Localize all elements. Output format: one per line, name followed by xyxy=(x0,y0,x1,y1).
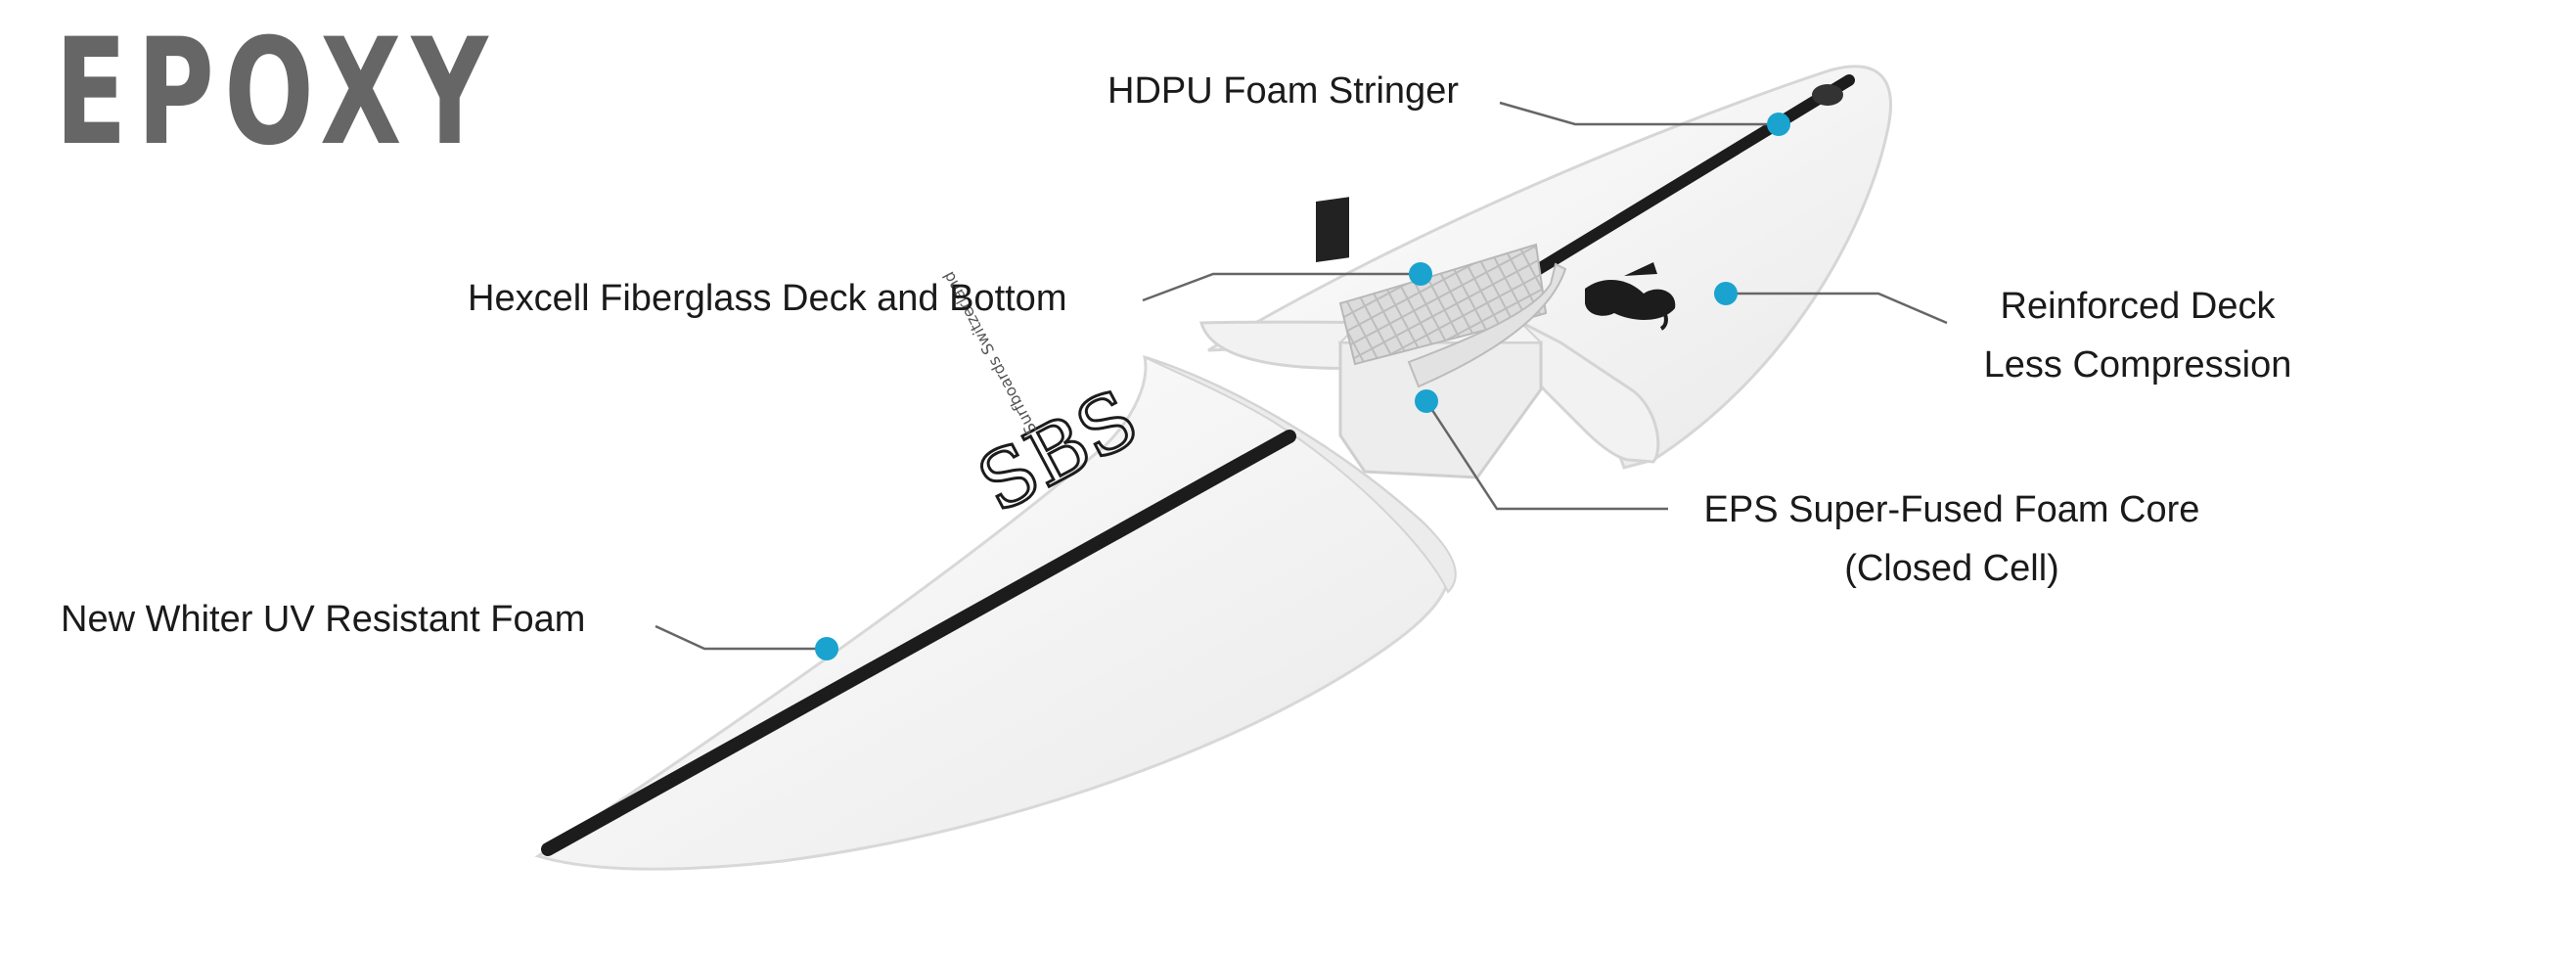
fiberglass-layer-1 xyxy=(1338,243,1548,366)
label-uv-resistant-foam: New Whiter UV Resistant Foam xyxy=(61,599,586,640)
label-hexcell-fiberglass: Hexcell Fiberglass Deck and Bottom xyxy=(468,278,1067,319)
leader-hexcell xyxy=(1142,272,1421,302)
fiberglass-layer-2 xyxy=(1407,262,1567,388)
callout-dots xyxy=(815,113,1790,660)
label-reinforced-line1: Reinforced Deck xyxy=(2000,286,2276,327)
callout-dot-hdpu xyxy=(1767,113,1790,136)
leader-eps xyxy=(1424,400,1668,511)
callout-dot-reinforced xyxy=(1714,282,1738,305)
label-reinforced-line2: Less Compression xyxy=(1983,343,2292,386)
page-title: EPOXY xyxy=(55,8,498,178)
callout-dot-eps xyxy=(1415,389,1438,413)
leash-plug xyxy=(1812,84,1843,106)
callout-dot-hexcell xyxy=(1409,262,1432,286)
board-tail-section xyxy=(1199,65,1892,479)
stringer-nose xyxy=(541,430,1296,856)
label-eps-line2: (Closed Cell) xyxy=(1844,547,2059,589)
nose-cut-face xyxy=(1144,356,1457,594)
leader-reinforced xyxy=(1726,292,1948,325)
label-eps-line1: EPS Super-Fused Foam Core xyxy=(1703,489,2200,530)
leader-uv xyxy=(655,624,827,651)
rabbit-logo-icon xyxy=(1585,262,1676,331)
label-hdpu-foam-stringer: HDPU Foam Stringer xyxy=(1107,70,1459,112)
leader-hdpu xyxy=(1499,101,1779,126)
leader-lines xyxy=(655,101,1948,651)
callout-dot-uv xyxy=(815,637,838,660)
label-eps-foam-core: EPS Super-Fused Foam Core (Closed Cell) xyxy=(1668,487,2236,592)
stringer-core-block xyxy=(1316,197,1349,262)
label-reinforced-deck: Reinforced Deck Less Compression xyxy=(1947,284,2328,388)
